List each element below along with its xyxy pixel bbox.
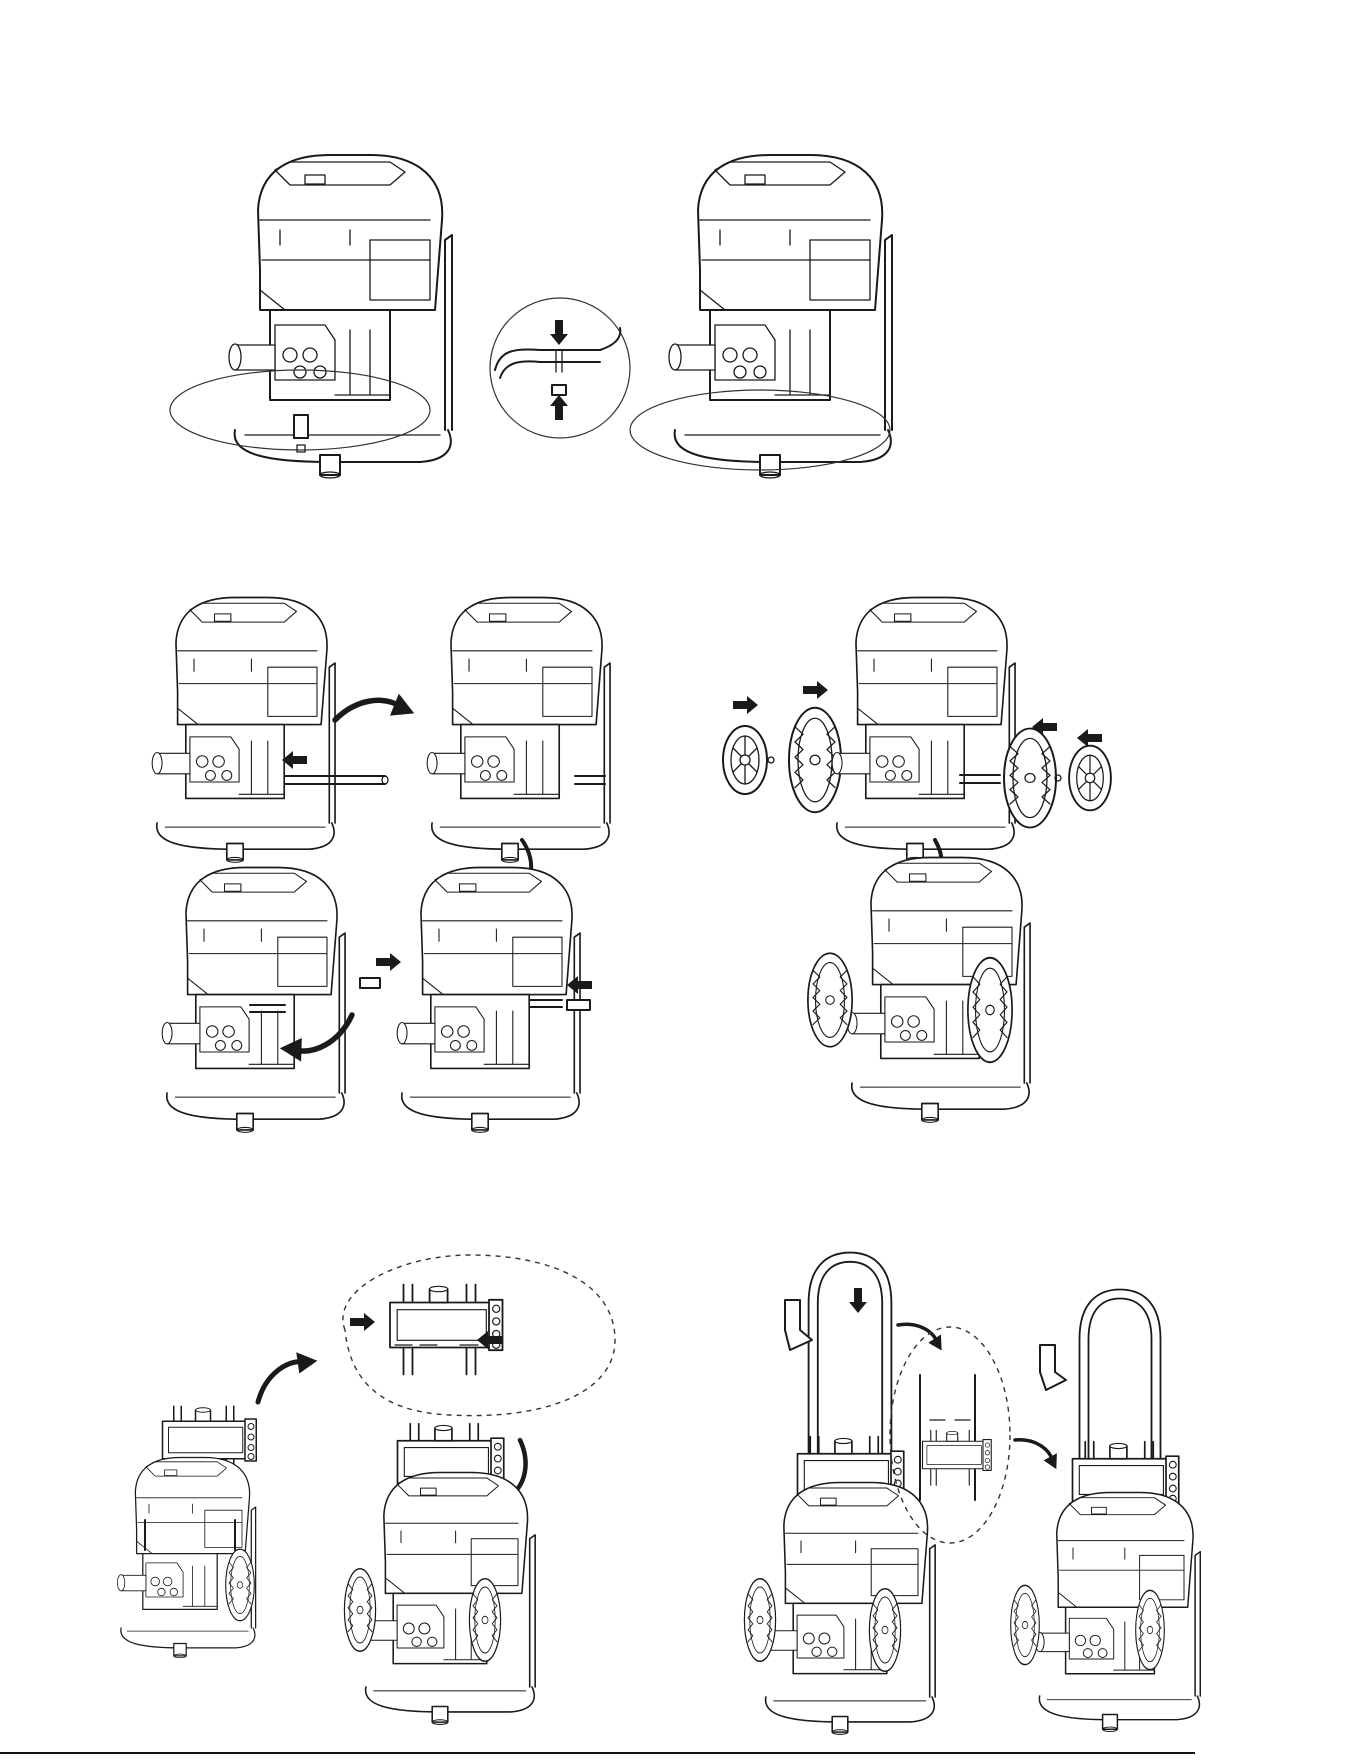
arrow-right-icon	[350, 1313, 375, 1331]
illustration-bracket-install	[117, 1255, 615, 1724]
curved-arrow-icon	[898, 1311, 949, 1354]
arrow-left-icon	[1077, 729, 1102, 747]
arrow-right-icon	[376, 953, 401, 971]
illustration-axle-install	[152, 598, 610, 1133]
curved-arrow-icon	[246, 1345, 320, 1402]
footer-rule	[0, 1752, 1195, 1754]
arrow-right-icon	[733, 696, 758, 714]
arrow-up-icon	[550, 395, 568, 420]
arrow-down-icon	[849, 1288, 867, 1313]
illustration-wheel-install	[723, 598, 1111, 1123]
arrow-left-icon	[282, 751, 307, 769]
arrow-down-icon	[550, 320, 568, 345]
curved-arrow-icon	[335, 694, 414, 720]
illustration-handle-install	[744, 1253, 1200, 1735]
arrow-right-icon	[803, 681, 828, 699]
illustration-foot-install	[170, 155, 892, 478]
curved-arrow-icon	[1015, 1427, 1064, 1472]
